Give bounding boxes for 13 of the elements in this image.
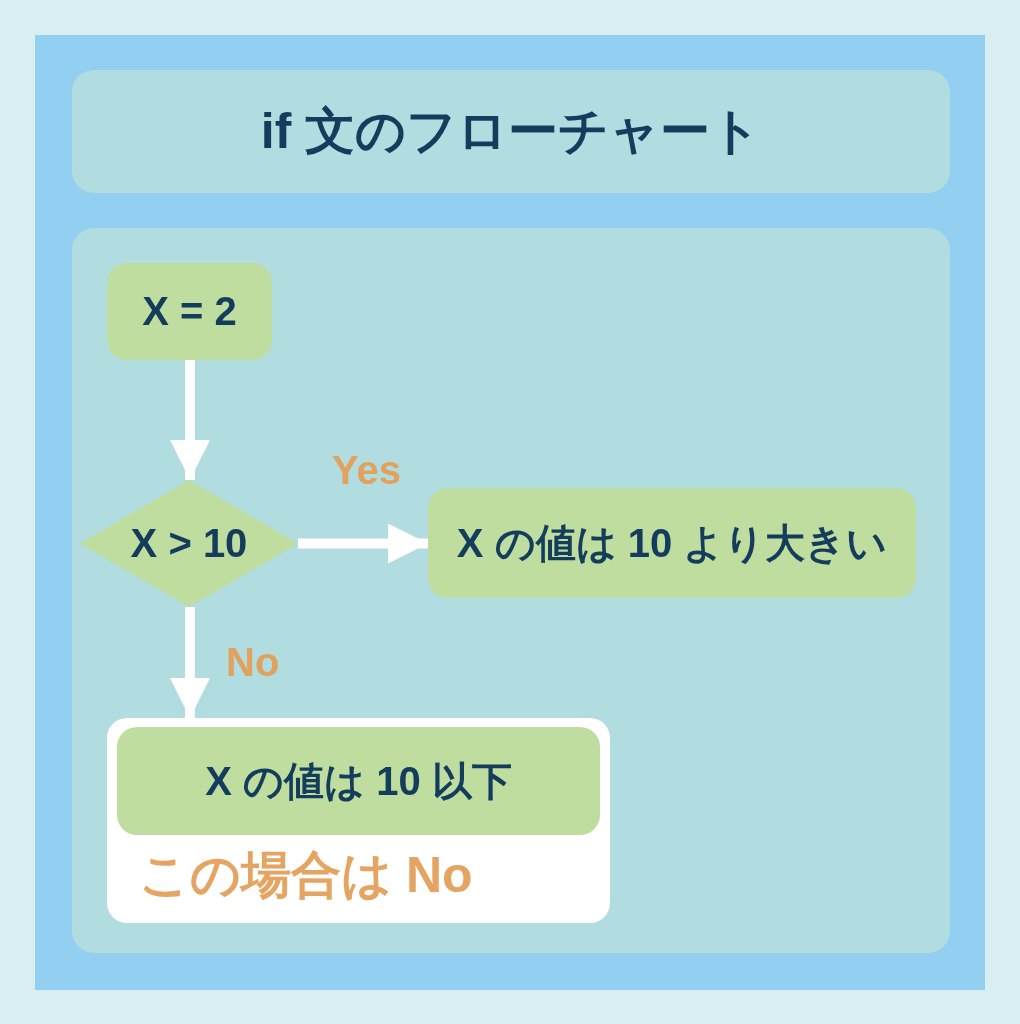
node-text: X の値は 10 以下: [205, 757, 512, 805]
title: if 文のフローチャート: [260, 102, 762, 161]
node-text: X の値は 10 より大きい: [456, 519, 888, 567]
result-card: [107, 718, 610, 923]
process-box: [107, 263, 272, 360]
arrow: [298, 523, 428, 564]
process-box: [428, 488, 916, 598]
process-box: [117, 727, 600, 835]
arrow: [170, 360, 210, 480]
arrow: [170, 607, 210, 718]
node-text: X = 2: [142, 289, 237, 334]
node-text: X > 10: [130, 521, 248, 566]
note-text: この場合は No: [139, 846, 473, 905]
